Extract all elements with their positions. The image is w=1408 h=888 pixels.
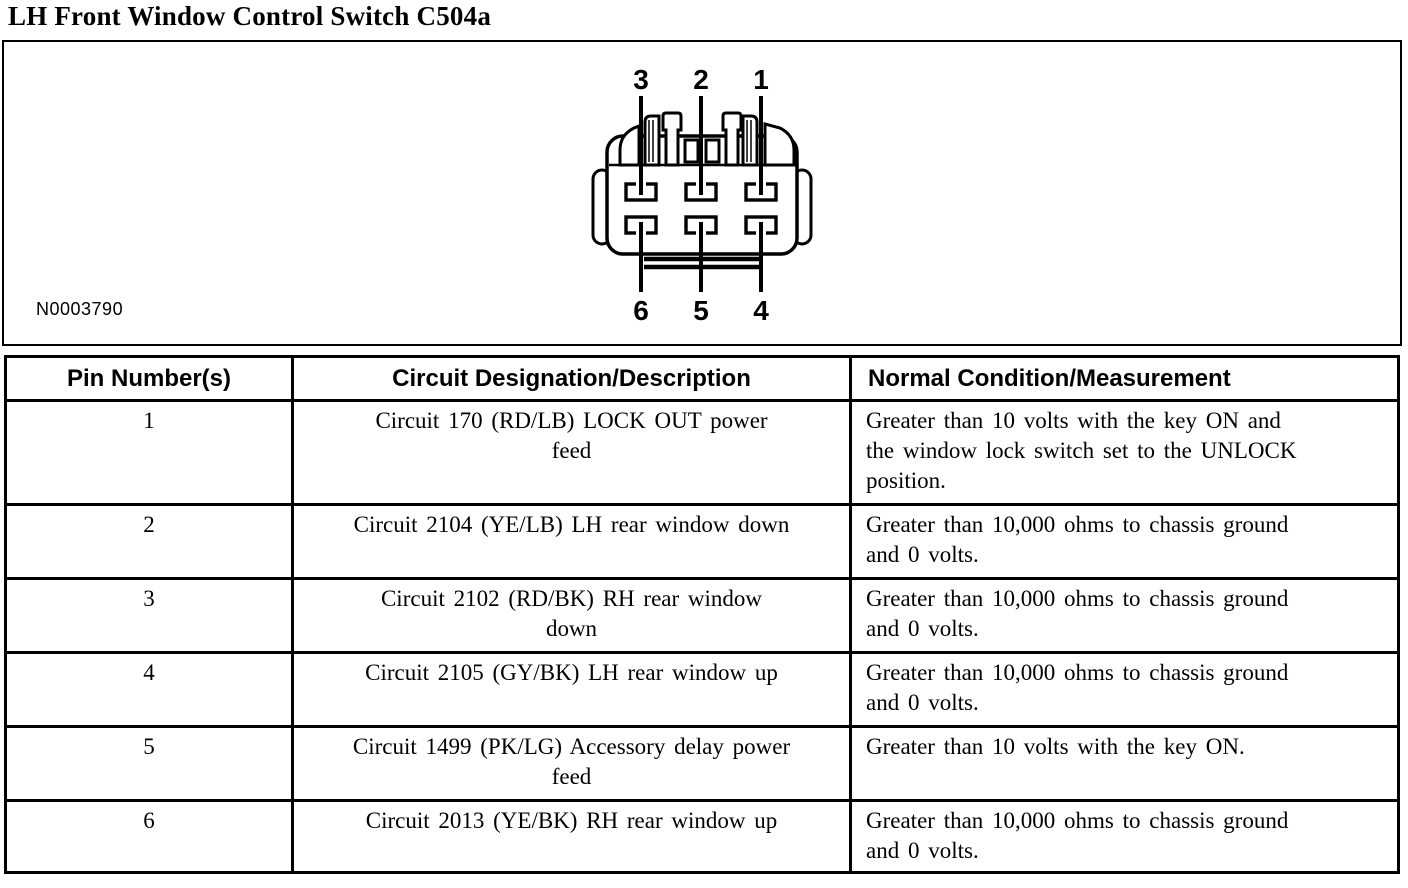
normal-condition-cell: Greater than 10,000 ohms to chassis grou… xyxy=(849,577,1400,654)
normal-condition-cell: Greater than 10,000 ohms to chassis grou… xyxy=(849,799,1400,874)
normal-condition-cell: Greater than 10,000 ohms to chassis grou… xyxy=(849,651,1400,728)
circuit-cell: Circuit 2105 (GY/BK) LH rear window up xyxy=(291,651,852,728)
pinout-table: Pin Number(s) Circuit Designation/Descri… xyxy=(4,355,1400,874)
pin-1-label: 1 xyxy=(753,64,769,95)
table-row-pin-5: 5 Circuit 1499 (PK/LG) Accessory delay p… xyxy=(4,725,1400,802)
table-row-pin-1: 1 Circuit 170 (RD/LB) LOCK OUT power fee… xyxy=(4,399,1400,506)
pin-number-cell: 6 xyxy=(4,799,294,874)
circuit-cell: Circuit 170 (RD/LB) LOCK OUT power feed xyxy=(291,399,852,506)
pin-2-label: 2 xyxy=(693,64,709,95)
pin-number-cell: 4 xyxy=(4,651,294,728)
pin-number-cell: 2 xyxy=(4,503,294,580)
column-header-circuit-designation: Circuit Designation/Description xyxy=(291,355,852,402)
connector-diagram-panel: 3 2 1 6 5 4 N0003790 xyxy=(2,40,1402,346)
connector-latch-crown xyxy=(618,111,796,167)
figure-number: N0003790 xyxy=(36,299,124,319)
circuit-cell: Circuit 2102 (RD/BK) RH rear window down xyxy=(291,577,852,654)
connector-pinout-diagram: 3 2 1 6 5 4 xyxy=(591,64,813,326)
pin-5-label: 5 xyxy=(693,295,709,326)
pin-3-label: 3 xyxy=(633,64,649,95)
pin-number-cell: 3 xyxy=(4,577,294,654)
pin-number-cell: 1 xyxy=(4,399,294,506)
pin-number-labels: 3 2 1 6 5 4 xyxy=(633,64,769,326)
table-row-pin-2: 2 Circuit 2104 (YE/LB) LH rear window do… xyxy=(4,503,1400,580)
table-row-pin-4: 4 Circuit 2105 (GY/BK) LH rear window up… xyxy=(4,651,1400,728)
pin-4-label: 4 xyxy=(753,295,769,326)
normal-condition-cell: Greater than 10 volts with the key ON an… xyxy=(849,399,1400,506)
column-header-normal-condition: Normal Condition/Measurement xyxy=(849,355,1400,402)
normal-condition-cell: Greater than 10 volts with the key ON. xyxy=(849,725,1400,802)
circuit-cell: Circuit 2104 (YE/LB) LH rear window down xyxy=(291,503,852,580)
table-row-pin-3: 3 Circuit 2102 (RD/BK) RH rear window do… xyxy=(4,577,1400,654)
column-header-pin-numbers: Pin Number(s) xyxy=(4,355,294,402)
circuit-cell: Circuit 1499 (PK/LG) Accessory delay pow… xyxy=(291,725,852,802)
circuit-cell: Circuit 2013 (YE/BK) RH rear window up xyxy=(291,799,852,874)
table-header-row: Pin Number(s) Circuit Designation/Descri… xyxy=(4,355,1400,402)
page-title: LH Front Window Control Switch C504a xyxy=(8,1,492,31)
table-row-pin-6: 6 Circuit 2013 (YE/BK) RH rear window up… xyxy=(4,799,1400,874)
pin-number-cell: 5 xyxy=(4,725,294,802)
normal-condition-cell: Greater than 10,000 ohms to chassis grou… xyxy=(849,503,1400,580)
pin-6-label: 6 xyxy=(633,295,649,326)
pin-leader-lines xyxy=(639,96,763,292)
